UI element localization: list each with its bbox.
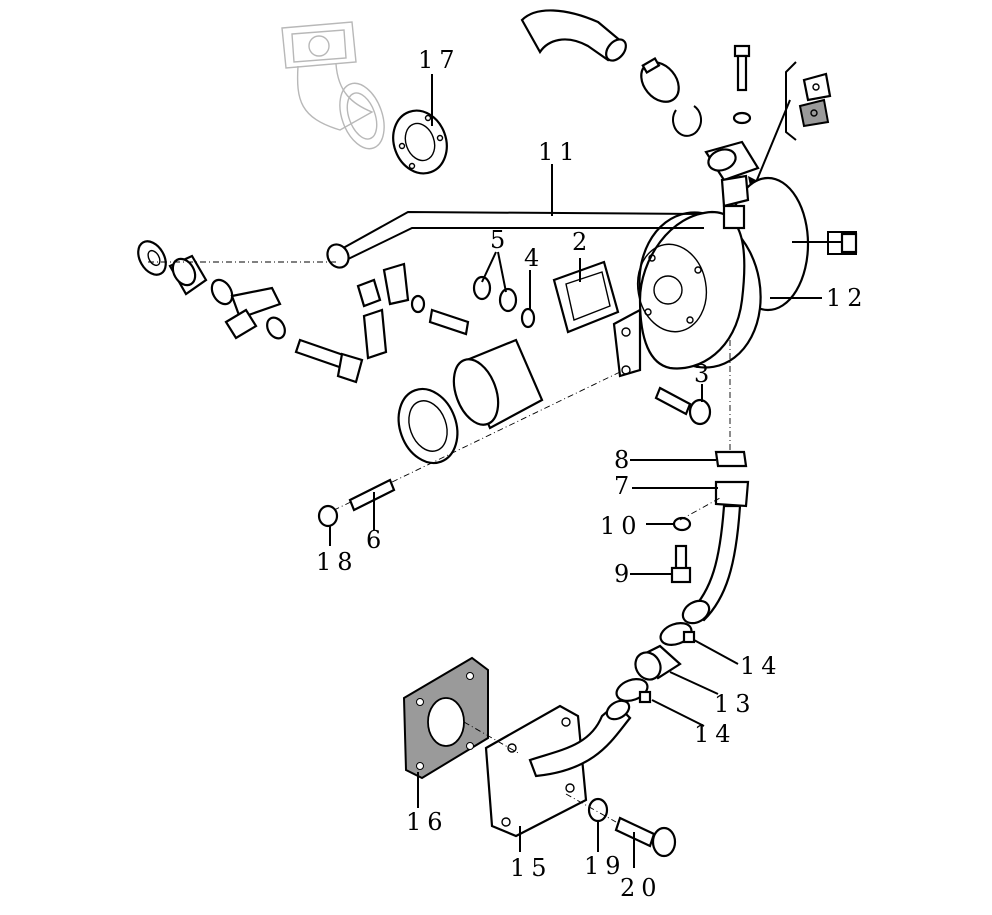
callout-20: 20 (620, 874, 663, 902)
callout-6: 6 (366, 526, 387, 554)
axis-small (679, 497, 721, 521)
callout-9: 9 (614, 560, 635, 588)
callout-5: 5 (490, 226, 511, 254)
clamp-14b (615, 678, 652, 704)
arrow-shaft (751, 99, 791, 193)
callout-8: 8 (614, 446, 635, 474)
hose-clamp (640, 57, 680, 103)
drain-flange-15 (484, 699, 632, 838)
hose-13 (634, 644, 682, 681)
gasket-16 (402, 656, 489, 780)
bracket-arrow (785, 61, 797, 141)
top-bolt (733, 44, 751, 92)
pipe-end (681, 599, 711, 625)
leader-14a (693, 639, 739, 665)
top-washer (732, 111, 752, 125)
stud-6 (348, 478, 396, 512)
washer-4 (520, 307, 536, 329)
axis-bolt (565, 793, 617, 823)
nut-18 (317, 504, 339, 528)
axis-flange (463, 721, 521, 755)
callout-4: 4 (524, 244, 545, 272)
callout-12: 12 (826, 284, 869, 312)
callout-3: 3 (694, 360, 715, 388)
bracket-plates (798, 72, 832, 128)
bolt-3 (654, 386, 712, 426)
washers-5 (472, 275, 518, 313)
leader-5b (497, 251, 507, 293)
bolt-20 (614, 816, 677, 858)
leader-14b (651, 699, 705, 727)
clamp-14a (659, 622, 696, 646)
callout-2: 2 (572, 228, 593, 256)
adapter-sleeve (452, 338, 544, 430)
bolt-9 (670, 544, 692, 584)
callout-18: 18 (316, 548, 359, 576)
turbocharger-12 (612, 140, 858, 378)
callout-15: 15 (510, 854, 553, 882)
callout-17: 17 (418, 46, 461, 74)
ring-nut (397, 387, 459, 465)
reference-box (827, 231, 857, 255)
fitting-assembly (137, 240, 364, 384)
gasket-8 (714, 450, 748, 468)
flange-gasket-17 (392, 109, 448, 175)
intake-hose (520, 9, 627, 62)
callout-14-lower: 14 (694, 720, 737, 748)
axis-diagonal (329, 371, 621, 513)
callout-13: 13 (714, 690, 757, 718)
callout-7: 7 (614, 472, 635, 500)
washer-10 (672, 516, 692, 532)
callout-16: 16 (406, 808, 449, 836)
drain-pipe (688, 480, 750, 622)
callout-19: 19 (584, 852, 627, 880)
snap-ring (672, 105, 703, 137)
callout-10: 10 (600, 512, 643, 540)
leader-13 (669, 671, 719, 695)
callout-11: 11 (538, 138, 581, 166)
leader-5a (481, 251, 497, 283)
exhaust-elbow-ghost (281, 21, 385, 150)
pipe-clamp (356, 262, 470, 360)
washer-19 (587, 797, 609, 823)
turbo-gasket-2 (552, 260, 620, 334)
callout-14-upper: 14 (740, 652, 783, 680)
